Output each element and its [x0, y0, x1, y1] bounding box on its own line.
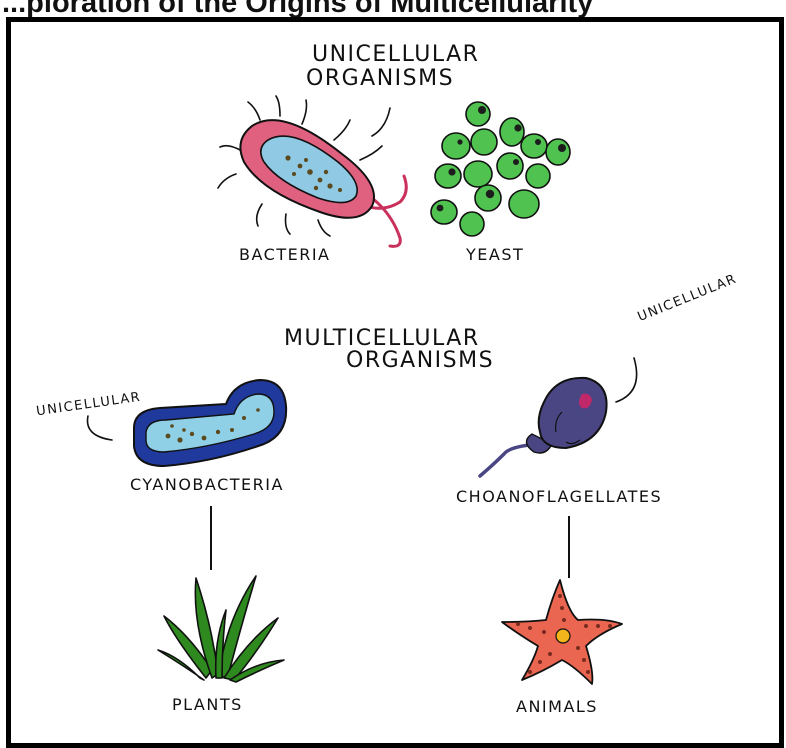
- unicellular-title-line2: ORGANISMS: [306, 68, 454, 90]
- multicellular-title-line2: ORGANISMS: [346, 350, 494, 372]
- bacteria-label: BACTERIA: [239, 246, 330, 264]
- plants-label: PLANTS: [172, 696, 243, 714]
- plant-illustration: [156, 570, 286, 685]
- starfish-illustration: [498, 576, 628, 688]
- yeast-label: YEAST: [466, 246, 524, 264]
- animals-label: ANIMALS: [516, 698, 598, 716]
- choanoflagellates-label: CHOANOFLAGELLATES: [456, 488, 662, 506]
- unicellular-title-line1: UNICELLULAR: [312, 44, 479, 66]
- cyanobacteria-note-pointer: [82, 414, 122, 444]
- yeast-illustration: [426, 96, 576, 244]
- choanoflagellates-animals-connector: [564, 514, 574, 580]
- bacteria-illustration: [222, 96, 412, 236]
- cyanobacteria-label: CYANOBACTERIA: [130, 476, 284, 494]
- cyanobacteria-illustration: [124, 374, 290, 470]
- cyanobacteria-plants-connector: [206, 504, 216, 572]
- choanoflagellate-illustration: [470, 372, 620, 482]
- multicellular-title-line1: MULTICELLULAR: [284, 328, 480, 350]
